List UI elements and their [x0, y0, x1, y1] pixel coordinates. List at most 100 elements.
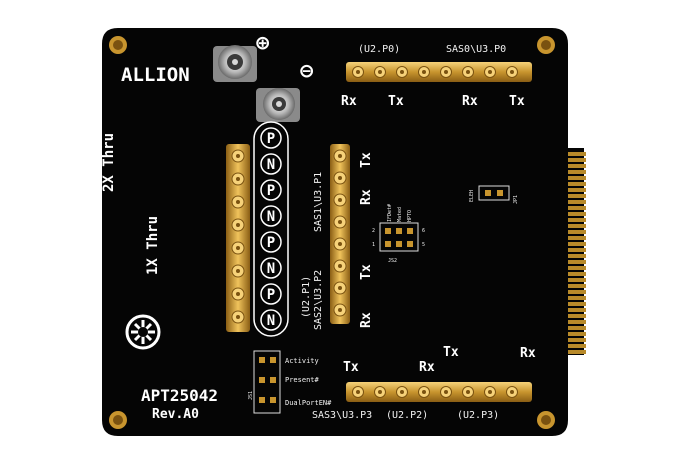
edge-finger	[568, 296, 586, 300]
edge-finger	[568, 194, 586, 198]
js1-designator: JS1	[248, 391, 254, 400]
edge-connector	[568, 152, 586, 354]
top-signal-tx-2: Tx	[509, 94, 525, 109]
label-2x-thru: 2X Thru	[101, 133, 117, 192]
pn-label-circle	[260, 231, 282, 253]
pn-label: N	[267, 313, 275, 329]
jp1-label: ELEH	[469, 190, 475, 202]
top-sma-connector-row	[346, 62, 532, 82]
edge-finger	[568, 206, 586, 210]
top-signal-rx-2: Rx	[462, 94, 478, 109]
label-1x-thru: 1X Thru	[145, 216, 161, 275]
js2-pin-6: 6	[422, 228, 425, 234]
edge-finger	[568, 284, 586, 288]
pn-label-circle	[260, 179, 282, 201]
right-upper-label: SAS1\U3.P1	[313, 172, 324, 232]
revision-label: Rev.A0	[152, 407, 199, 422]
edge-finger	[568, 290, 586, 294]
edge-finger	[568, 200, 586, 204]
js2-designator: JS2	[388, 258, 397, 264]
js2-pin-1: 1	[372, 242, 375, 248]
pn-label-circle	[260, 153, 282, 175]
mounting-holes	[109, 36, 555, 429]
edge-finger	[568, 338, 586, 342]
edge-finger	[568, 326, 586, 330]
bnc-connector-plus[interactable]	[213, 45, 257, 82]
edge-finger	[568, 164, 586, 168]
jumper-pin	[270, 357, 276, 363]
jumper-pin	[385, 241, 391, 247]
edge-finger	[568, 236, 586, 240]
jumper-js1[interactable]: JS1 Activity Present# DualPortEN#	[248, 350, 332, 414]
pn-label: P	[267, 235, 275, 251]
jp1-designator: JP1	[513, 195, 519, 204]
js1-label-activity: Activity	[285, 357, 319, 365]
edge-finger	[568, 152, 586, 156]
polarity-minus-icon: ⊖	[300, 59, 313, 84]
bottom-signal-tx-2: Tx	[443, 345, 459, 360]
js2-label-3: HPTO	[407, 210, 413, 222]
js1-label-present: Present#	[285, 376, 320, 384]
js2-pin-2: 2	[372, 228, 375, 234]
jumper-js2[interactable]: IFDet# Mated HPTO 2 1 6 5 JS2	[372, 204, 425, 264]
edge-finger	[568, 182, 586, 186]
edge-finger	[568, 230, 586, 234]
bottom-signal-rx-1: Rx	[419, 360, 435, 375]
edge-finger	[568, 176, 586, 180]
compliance-logo-icon	[125, 314, 161, 350]
pn-label-circle	[260, 205, 282, 227]
edge-finger	[568, 350, 586, 354]
jumper-pin	[407, 228, 413, 234]
pn-label-circle	[260, 127, 282, 149]
jumper-pin	[270, 397, 276, 403]
edge-finger	[568, 254, 586, 258]
right-signal-rx-1: Rx	[359, 189, 374, 205]
jumper-pin	[396, 228, 402, 234]
jumper-pin	[259, 377, 265, 383]
top-signal-tx-1: Tx	[388, 94, 404, 109]
jumper-pin	[270, 377, 276, 383]
edge-finger	[568, 158, 586, 162]
jumper-pin	[259, 397, 265, 403]
edge-finger	[568, 266, 586, 270]
js2-pin-5: 5	[422, 242, 425, 248]
jumper-pin	[396, 241, 402, 247]
right-lower-label-a: (U2.P1)	[301, 276, 312, 318]
right-signal-tx-1: Tx	[359, 152, 374, 168]
jumper-pin	[385, 228, 391, 234]
left-sma-connector-column	[226, 144, 250, 332]
jumper-jp1[interactable]: ELEH JP1	[469, 185, 519, 204]
edge-finger	[568, 170, 586, 174]
pn-label: P	[267, 131, 275, 147]
edge-finger	[568, 320, 586, 324]
edge-finger	[568, 344, 586, 348]
pn-label-outline	[253, 121, 289, 337]
edge-finger	[568, 260, 586, 264]
pn-label-circle	[260, 257, 282, 279]
jumper-pin	[259, 357, 265, 363]
edge-finger	[568, 278, 586, 282]
edge-finger	[568, 302, 586, 306]
edge-finger	[568, 218, 586, 222]
right-lower-label-b: SAS2\U3.P2	[313, 270, 324, 330]
edge-finger	[568, 188, 586, 192]
bottom-signal-tx-1: Tx	[343, 360, 359, 375]
pn-label: N	[267, 209, 275, 225]
bottom-signal-rx-2: Rx	[520, 346, 536, 361]
bottom-label-c: (U2.P3)	[457, 410, 499, 421]
pn-label: N	[267, 157, 275, 173]
pn-label-circle	[260, 309, 282, 331]
top-left-label: (U2.P0)	[358, 44, 400, 55]
top-right-label: SAS0\U3.P0	[446, 44, 506, 55]
pn-label: P	[267, 287, 275, 303]
bottom-label-b: (U2.P2)	[386, 410, 428, 421]
pn-label: N	[267, 261, 275, 277]
model-number: APT25042	[141, 386, 218, 405]
edge-finger	[568, 212, 586, 216]
right-signal-rx-2: Rx	[359, 312, 374, 328]
pn-label: P	[267, 183, 275, 199]
bottom-sma-connector-row	[346, 382, 532, 402]
bnc-connector-minus[interactable]	[256, 88, 300, 122]
